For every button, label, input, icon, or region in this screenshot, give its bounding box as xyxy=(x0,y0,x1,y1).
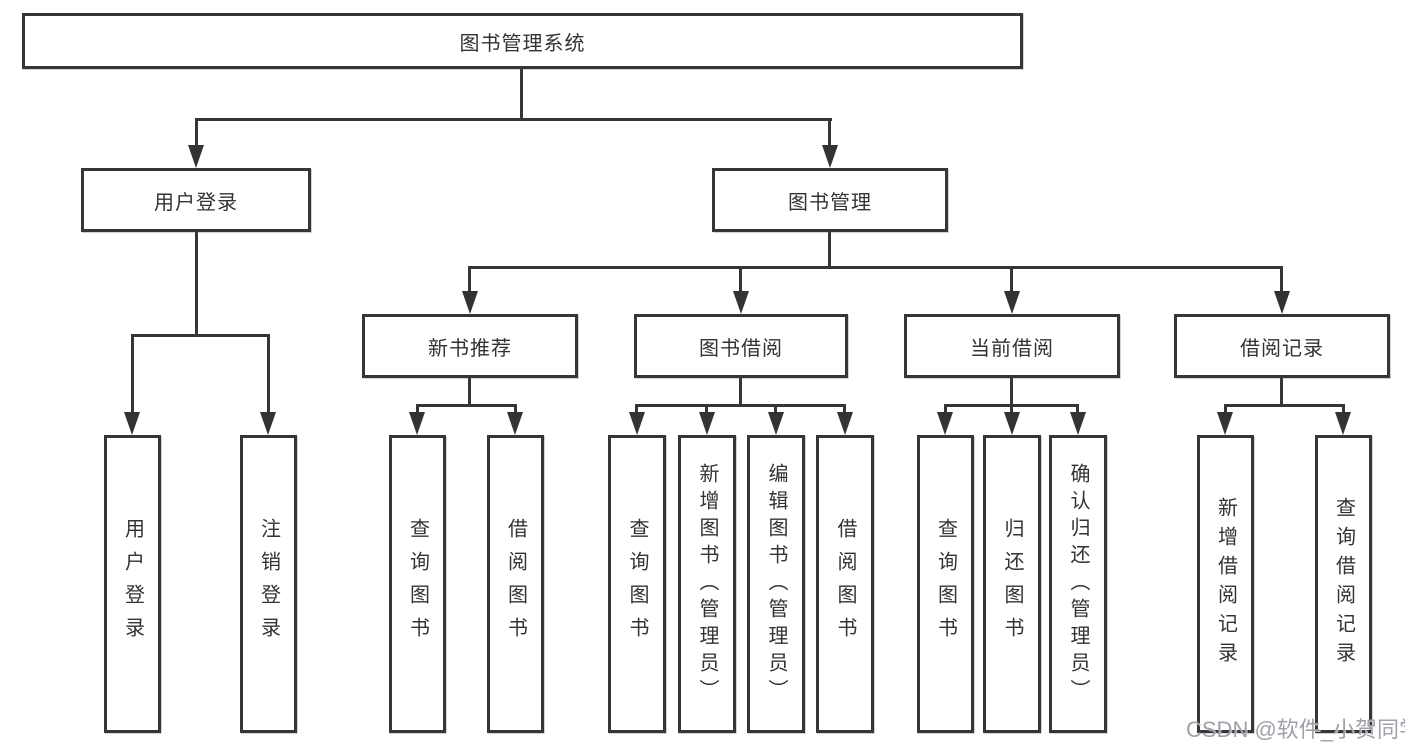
leaf-borrow-book: 借阅图书 xyxy=(816,435,874,733)
leaf-query-book-current: 查询图书 xyxy=(917,435,974,733)
connector-line xyxy=(131,334,134,414)
connector-line xyxy=(1224,404,1227,414)
connector-line xyxy=(416,404,517,407)
arrowhead-icon xyxy=(409,412,425,435)
arrowhead-icon xyxy=(699,412,715,435)
leaf-label: 查询图书 xyxy=(406,518,429,650)
connector-line xyxy=(195,118,198,148)
leaf-label: 确认归还（管理员） xyxy=(1067,462,1089,706)
leaf-confirm-return-admin: 确认归还（管理员） xyxy=(1049,435,1107,733)
node-user-login-label: 用户登录 xyxy=(154,191,238,214)
connector-line xyxy=(416,404,419,414)
arrowhead-icon xyxy=(837,412,853,435)
arrowhead-icon xyxy=(462,291,478,314)
node-root: 图书管理系统 xyxy=(22,13,1023,69)
arrowhead-icon xyxy=(1274,291,1290,314)
connector-line xyxy=(739,266,742,293)
connector-line xyxy=(195,118,832,121)
connector-line xyxy=(739,378,742,406)
connector-line xyxy=(1342,404,1345,414)
connector-line xyxy=(1010,266,1013,293)
leaf-label: 编辑图书（管理员） xyxy=(765,462,787,706)
leaf-label: 注销登录 xyxy=(257,518,280,650)
leaf-query-book-borrow: 查询图书 xyxy=(608,435,666,733)
leaf-label: 查询图书 xyxy=(626,518,648,650)
arrowhead-icon xyxy=(733,291,749,314)
node-book-borrow-label: 图书借阅 xyxy=(699,337,783,360)
arrowhead-icon xyxy=(629,412,645,435)
connector-line xyxy=(131,334,270,337)
connector-line xyxy=(828,118,831,148)
node-new-book-recommend-label: 新书推荐 xyxy=(428,337,512,360)
node-new-book-recommend: 新书推荐 xyxy=(362,314,578,378)
csdn-watermark: CSDN @软件_小贺同学 xyxy=(1186,717,1405,742)
arrowhead-icon xyxy=(822,145,838,168)
connector-line xyxy=(514,404,517,414)
leaf-return-book: 归还图书 xyxy=(983,435,1041,733)
node-borrow-record: 借阅记录 xyxy=(1174,314,1390,378)
connector-line xyxy=(520,69,523,120)
connector-line xyxy=(774,404,777,414)
node-user-login: 用户登录 xyxy=(81,168,311,232)
leaf-query-book-recommend: 查询图书 xyxy=(389,435,446,733)
leaf-logout: 注销登录 xyxy=(240,435,297,733)
leaf-label: 借阅图书 xyxy=(834,518,856,650)
leaf-add-book-admin: 新增图书（管理员） xyxy=(678,435,736,733)
connector-line xyxy=(468,266,1283,269)
leaf-label: 新增图书（管理员） xyxy=(696,462,718,706)
connector-line xyxy=(1280,266,1283,293)
connector-line xyxy=(468,266,471,293)
arrowhead-icon xyxy=(1217,412,1233,435)
leaf-label: 用户登录 xyxy=(121,518,144,650)
leaf-label: 借阅图书 xyxy=(504,518,527,650)
leaf-edit-book-admin: 编辑图书（管理员） xyxy=(747,435,805,733)
node-book-management: 图书管理 xyxy=(712,168,948,232)
node-current-borrow-label: 当前借阅 xyxy=(970,337,1054,360)
arrowhead-icon xyxy=(937,412,953,435)
arrowhead-icon xyxy=(1004,291,1020,314)
leaf-label: 查询图书 xyxy=(934,518,957,650)
leaf-query-borrow-record: 查询借阅记录 xyxy=(1315,435,1372,733)
connector-line xyxy=(1010,378,1013,406)
connector-line xyxy=(843,404,846,414)
connector-line xyxy=(468,378,471,406)
leaf-add-borrow-record: 新增借阅记录 xyxy=(1197,435,1254,733)
node-root-label: 图书管理系统 xyxy=(459,32,586,55)
arrowhead-icon xyxy=(124,412,140,435)
leaf-label: 新增借阅记录 xyxy=(1214,497,1237,671)
arrowhead-icon xyxy=(768,412,784,435)
node-book-management-label: 图书管理 xyxy=(788,191,872,214)
connector-line xyxy=(1280,378,1283,406)
arrowhead-icon xyxy=(1335,412,1351,435)
connector-line xyxy=(705,404,708,414)
arrowhead-icon xyxy=(188,145,204,168)
connector-line xyxy=(635,404,638,414)
connector-line xyxy=(1076,404,1079,414)
leaf-borrow-book-recommend: 借阅图书 xyxy=(487,435,544,733)
node-book-borrow: 图书借阅 xyxy=(634,314,848,378)
node-current-borrow: 当前借阅 xyxy=(904,314,1120,378)
leaf-label: 查询借阅记录 xyxy=(1332,497,1355,671)
connector-line xyxy=(195,232,198,336)
arrowhead-icon xyxy=(507,412,523,435)
connector-line xyxy=(635,404,845,407)
connector-line xyxy=(1010,404,1013,414)
leaf-user-login: 用户登录 xyxy=(104,435,161,733)
leaf-label: 归还图书 xyxy=(1001,518,1023,650)
arrowhead-icon xyxy=(260,412,276,435)
node-borrow-record-label: 借阅记录 xyxy=(1240,337,1324,360)
arrowhead-icon xyxy=(1070,412,1086,435)
connector-line xyxy=(267,334,270,414)
connector-line xyxy=(1224,404,1345,407)
connector-line xyxy=(944,404,947,414)
arrowhead-icon xyxy=(1004,412,1020,435)
connector-line xyxy=(828,232,831,268)
